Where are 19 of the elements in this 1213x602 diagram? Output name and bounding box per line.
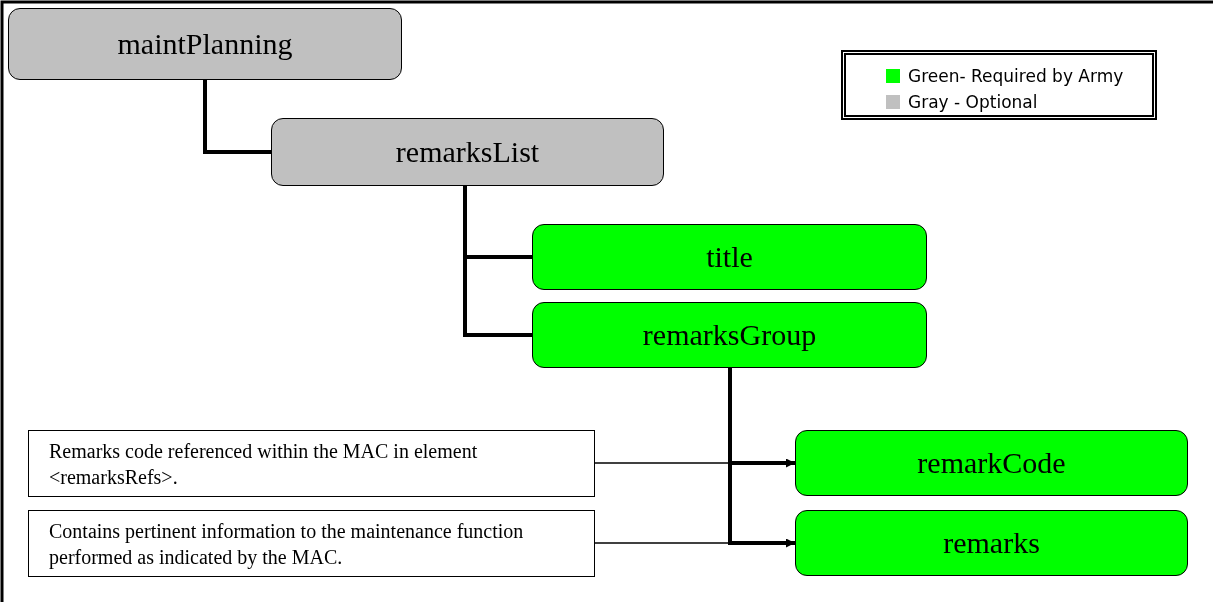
element-box [795,510,1188,576]
element-box [532,302,927,368]
element-box [8,8,402,80]
element-name: remarkCode [917,446,1066,480]
element-name: remarksList [395,135,540,169]
element-name: remarksGroup [642,318,817,352]
note-box [28,510,595,577]
note-box [28,430,595,497]
element-box [795,430,1188,496]
note-text: Contains pertinent information to the maintenance function performed as indicated by the MAC. [49,518,525,570]
element-name: remarks [943,526,1040,560]
legend-text: Gray - Optional [908,92,1038,112]
element-box [532,224,927,290]
element-name: maintPlanning [117,27,293,61]
element-box [271,118,664,186]
note-text: Remarks code referenced within the MAC in element <remarksRefs>. [49,438,479,490]
element-name: title [706,240,753,274]
connector-line [203,80,271,154]
legend-text: Green- Required by Army [908,66,1124,86]
